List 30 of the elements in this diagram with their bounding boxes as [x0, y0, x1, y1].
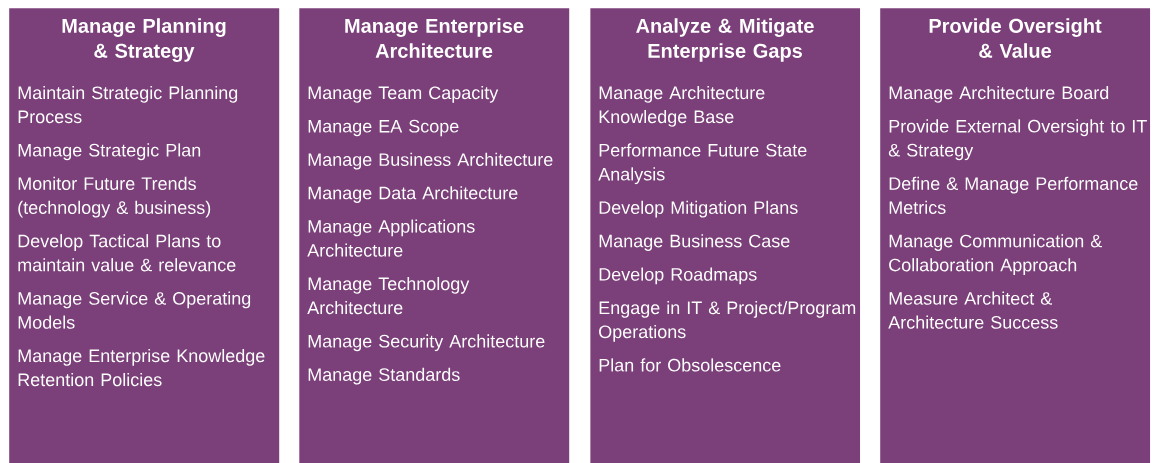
list-item: Performance Future State Analysis	[598, 143, 807, 185]
list-item: Manage Architecture Board	[889, 85, 1109, 103]
list-item: Manage Technology Architecture	[307, 276, 470, 315]
list-item: Develop Tactical Plans to maintain value & relevance	[18, 234, 236, 272]
list-item: Develop Mitigation Plans	[599, 200, 798, 218]
list-item: Measure Architect & Architecture Success	[888, 291, 1058, 329]
list-item: Define & Manage Performance Metrics	[889, 176, 1138, 214]
column-heading: Analyze & Mitigate Enterprise Gaps	[636, 18, 814, 62]
list-item: Manage Applications Architecture	[307, 219, 475, 257]
list-item: Monitor Future Trends (technology & business)	[18, 176, 211, 218]
list-item: Manage Architecture Knowledge Base	[599, 85, 765, 127]
list-item: Plan for Obsolescence	[599, 358, 781, 372]
list-item: Manage Business Case	[599, 234, 790, 251]
list-item: Maintain Strategic Planning Process	[18, 85, 238, 124]
list-item: Manage Standards	[308, 367, 460, 385]
list-item: Manage Service & Operating Models	[18, 291, 251, 329]
list-item: Manage Business Architecture	[308, 152, 553, 170]
column-heading: Manage Enterprise Architecture	[345, 18, 524, 58]
list-item: Engage in IT & Project/Program Operations	[599, 300, 856, 342]
list-item: Provide External Oversight to IT & Strategy	[888, 119, 1147, 161]
list-item: Manage Communication & Collaboration Approach	[889, 234, 1102, 275]
column-heading: Manage Planning & Strategy	[62, 18, 226, 62]
list-item: Manage Strategic Plan	[18, 143, 201, 161]
list-item: Manage Team Capacity	[308, 85, 499, 103]
column-heading: Provide Oversight & Value	[929, 18, 1102, 58]
list-item: Manage Security Architecture	[308, 334, 545, 352]
list-item: Manage Data Architecture	[308, 186, 518, 203]
list-item: Develop Roadmaps	[599, 267, 757, 285]
list-item: Manage Enterprise Knowledge Retention Policies	[18, 348, 265, 387]
list-item: Manage EA Scope	[308, 119, 459, 137]
